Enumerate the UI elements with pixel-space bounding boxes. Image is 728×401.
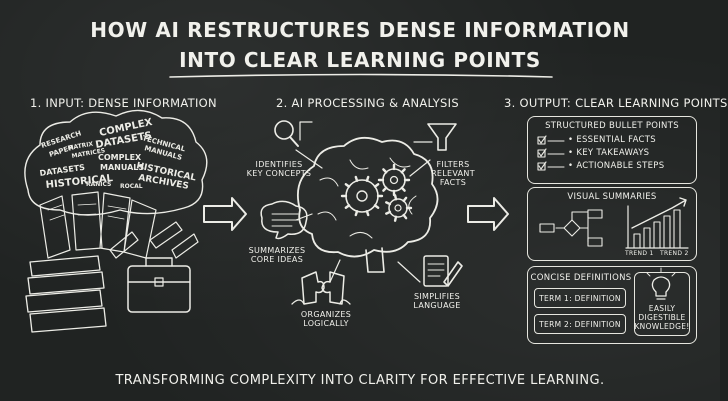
trend-1-label: TREND 1	[625, 250, 654, 257]
title-line-1: HOW AI RESTRUCTURES DENSE INFORMATION	[90, 18, 630, 42]
concise-definitions-panel	[527, 266, 697, 344]
section-3-heading: 3. OUTPUT: CLEAR LEARNING POINTS	[504, 96, 728, 110]
concise-definitions-title: CONCISE DEFINITIONS	[530, 273, 632, 283]
term-1-box	[534, 288, 626, 308]
dense-word: ROCAL	[120, 183, 143, 190]
term-1-text: TERM 1: DEFINITION	[539, 294, 621, 303]
dense-word: MANUALS	[100, 163, 144, 172]
bullet-item: • ACTIONABLE STEPS	[568, 161, 665, 171]
bullet-item: • KEY TAKEAWAYS	[568, 148, 650, 158]
term-2-box	[534, 314, 626, 334]
visual-summaries-title: VISUAL SUMMARIES	[567, 192, 657, 202]
dense-word: MATRIX	[67, 141, 94, 152]
dense-word: COMPLEX	[98, 153, 142, 162]
dense-word: RANICS	[86, 181, 111, 188]
footer-tagline: TRANSFORMING COMPLEXITY INTO CLARITY FOR…	[115, 373, 605, 388]
digestible-box	[634, 272, 690, 336]
section-2-heading: 2. AI PROCESSING & ANALYSIS	[276, 96, 459, 110]
trend-2-label: TREND 2	[660, 250, 689, 257]
term-2-text: TERM 2: DEFINITION	[539, 320, 621, 329]
bullet-points-title: STRUCTURED BULLET POINTS	[545, 121, 679, 131]
title-line-2: INTO CLEAR LEARNING POINTS	[179, 48, 541, 72]
bullet-item: • ESSENTIAL FACTS	[568, 135, 656, 145]
bullet-points-panel	[527, 116, 697, 184]
section-1-heading: 1. INPUT: DENSE INFORMATION	[30, 96, 217, 110]
visual-summaries-panel	[527, 187, 697, 261]
